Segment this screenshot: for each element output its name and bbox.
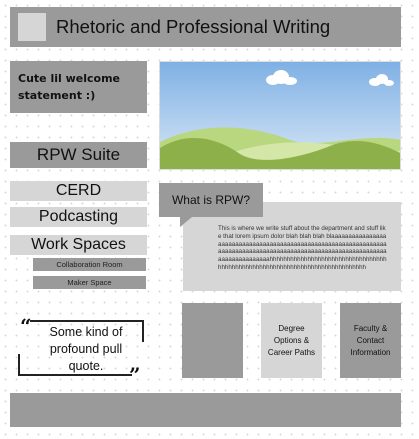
quote-border-right <box>142 320 144 342</box>
logo-placeholder-icon[interactable] <box>18 13 46 41</box>
tile-degree-options[interactable]: Degree Options & Career Paths <box>261 303 322 378</box>
site-header: Rhetoric and Professional Writing <box>10 7 401 47</box>
nav-subitem-collaboration-room[interactable]: Collaboration Room <box>33 258 146 271</box>
tile-degree-options-label: Degree Options & Career Paths <box>267 323 316 357</box>
close-quote-icon: ” <box>129 363 141 387</box>
tile-faculty-contact[interactable]: Faculty & Contact Information <box>340 303 401 378</box>
pull-quote-text: Some kind of profound pull quote. <box>49 325 123 373</box>
site-title: Rhetoric and Professional Writing <box>56 16 331 37</box>
rpw-suite-button[interactable]: RPW Suite <box>10 142 147 168</box>
hero-image <box>159 61 401 170</box>
callout-tail <box>180 217 192 227</box>
nav-item-cerd[interactable]: CERD <box>10 181 147 201</box>
nav-item-work-spaces[interactable]: Work Spaces <box>10 235 147 255</box>
nav-subitem-maker-space[interactable]: Maker Space <box>33 276 146 289</box>
site-footer <box>10 393 401 427</box>
nav-item-podcasting[interactable]: Podcasting <box>10 207 147 227</box>
tile-blank[interactable] <box>182 303 243 378</box>
landscape-hills-clouds-image-icon <box>160 62 400 169</box>
pull-quote: “ ” Some kind of profound pull quote. <box>18 316 146 385</box>
quote-border-top <box>30 320 144 322</box>
quote-border-bottom <box>18 374 132 376</box>
open-quote-icon: “ <box>20 314 32 338</box>
welcome-statement: Cute lil welcome statement :) <box>10 61 147 113</box>
tile-faculty-contact-label: Faculty & Contact Information <box>350 323 391 357</box>
quote-border-left <box>18 354 20 376</box>
about-rpw-heading: What is RPW? <box>159 183 263 217</box>
